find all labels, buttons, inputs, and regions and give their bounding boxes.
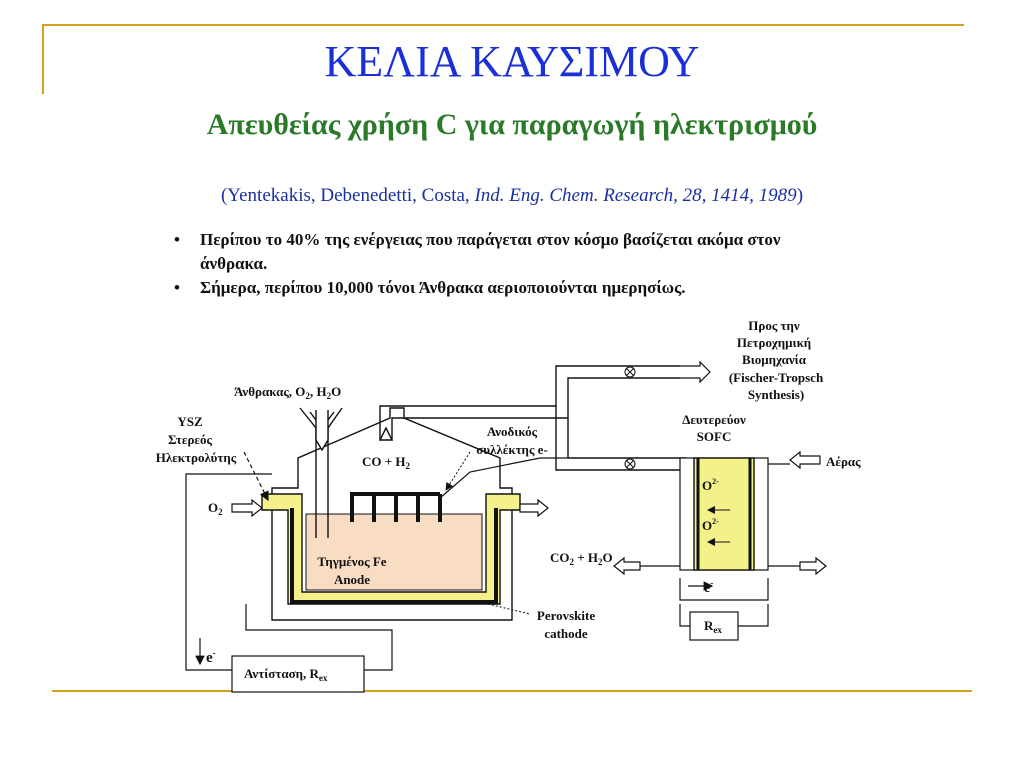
- petrochem-label-4: (Fischer-Tropsch: [729, 370, 824, 385]
- collector-label-2: συλλέκτης e-: [476, 442, 548, 457]
- o2-inlet-arrow-icon: [231, 498, 263, 518]
- slide-subtitle: Απευθείας χρήση C για παραγωγή ηλεκτρισμ…: [206, 108, 818, 141]
- ysz-leader-line: [243, 451, 269, 502]
- outlet-arrow-icon: [519, 498, 549, 518]
- o2-ion-label: O2-: [702, 517, 719, 533]
- citation-close: ): [796, 185, 804, 206]
- perovskite-leader-line: [487, 603, 531, 615]
- ysz-label-2: Στερεός: [168, 432, 212, 447]
- external-circuit: [185, 457, 568, 671]
- resistor-label: Αντίσταση, Rex: [244, 666, 328, 683]
- petrochem-label-2: Πετροχημική: [737, 335, 811, 350]
- bottom-rule: [52, 690, 972, 692]
- perovskite-label-1: Perovskite: [537, 608, 595, 623]
- petrochem-arrow-icon: [680, 360, 711, 384]
- gas-outlet-pipe: [378, 365, 686, 471]
- top-rule: [42, 24, 964, 26]
- perovskite-label-2: cathode: [544, 626, 588, 641]
- main-reactor: [271, 407, 513, 621]
- citation: (Yentekakis, Debenedetti, Costa, Ind. En…: [0, 186, 1024, 205]
- bullet-list: • Περίπου το 40% της ενέργειας που παράγε…: [172, 228, 832, 300]
- sofc-electrolyte: [693, 457, 755, 571]
- rex-small-label: Rex: [704, 618, 722, 635]
- sofc-label-2: SOFC: [697, 429, 732, 444]
- o2-label: O2: [208, 500, 223, 517]
- collector-leader-line: [445, 451, 471, 491]
- resistor-box: [231, 655, 365, 693]
- gas-label: CO + H2: [362, 454, 411, 471]
- bullet-marker: •: [174, 230, 180, 249]
- citation-open: (: [220, 185, 228, 206]
- citation-journal: Ind. Eng. Chem. Research, 28, 1414, 1989: [474, 185, 797, 206]
- co2-outlet-arrow-icon: [613, 556, 641, 576]
- air-inlet-arrow-icon: [789, 450, 821, 470]
- reactor-housing: [271, 407, 513, 621]
- valve-icon: [624, 366, 636, 378]
- petrochem-label-1: Προς την: [748, 318, 800, 333]
- petrochem-label-5: Synthesis): [748, 387, 804, 402]
- feed-inlet: [299, 407, 343, 538]
- secondary-sofc: [679, 457, 769, 571]
- ysz-label-1: YSZ: [177, 414, 203, 429]
- molten-fe-anode: [305, 513, 483, 591]
- anode-collector-comb: [350, 492, 442, 522]
- o2-ion-label: O2-: [702, 477, 719, 493]
- co2-h2o-label: CO2 + H2O: [550, 550, 613, 567]
- sofc-electron-label: e-: [704, 578, 713, 596]
- bullet-text: Περίπου το 40% της ενέργειας που παράγετ…: [200, 230, 781, 273]
- sofc-label-1: Δευτερεύον: [682, 412, 746, 427]
- electron-label: e-: [206, 648, 216, 666]
- molten-fe-label-1: Τηγμένος Fe: [317, 554, 386, 569]
- collector-label-1: Ανοδικός: [487, 424, 538, 439]
- perovskite-cathode-layer: [290, 508, 498, 604]
- left-rule: [42, 24, 44, 94]
- citation-authors: Yentekakis, Debenedetti, Costa,: [227, 185, 475, 206]
- feed-label: Άνθρακας, O2, H2O: [234, 384, 341, 401]
- slide-title: ΚΕΛΙΑ ΚΑΥΣΙΜΟΥ: [324, 37, 700, 86]
- ysz-label-3: Ηλεκτρολύτης: [156, 450, 237, 465]
- sofc-outlet-arrow-icon: [799, 556, 827, 576]
- air-label: Αέρας: [826, 454, 861, 469]
- rex-small-box: [689, 611, 739, 641]
- bullet-marker: •: [174, 278, 180, 297]
- bullet-item: • Σήμερα, περίπου 10,000 τόνοι Άνθρακα αε…: [172, 276, 832, 300]
- bullet-item: • Περίπου το 40% της ενέργειας που παράγε…: [172, 228, 832, 276]
- valve-icon: [624, 458, 636, 470]
- bullet-text: Σήμερα, περίπου 10,000 τόνοι Άνθρακα αερ…: [200, 278, 686, 297]
- petrochem-label-3: Βιομηχανία: [742, 352, 807, 367]
- molten-fe-label-2: Anode: [334, 572, 370, 587]
